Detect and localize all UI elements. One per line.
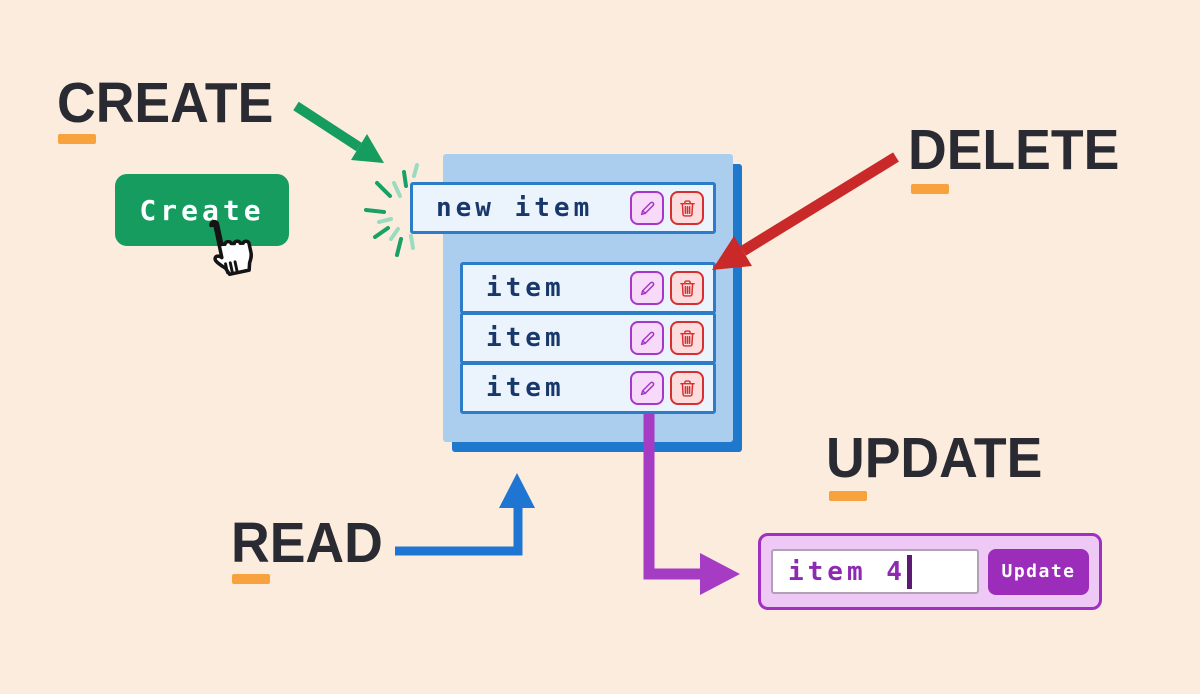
item-row: item [460, 262, 716, 314]
delete-button[interactable] [670, 271, 704, 305]
pencil-icon [640, 331, 654, 345]
delete-label: DELETE [908, 118, 1120, 182]
update-underline [829, 491, 867, 501]
item-label: item [486, 273, 565, 303]
trash-icon [679, 329, 695, 347]
hand-pointer-icon [209, 219, 254, 277]
delete-underline [911, 184, 949, 194]
delete-button[interactable] [670, 321, 704, 355]
update-form: item 4 Update [758, 533, 1102, 610]
new-item-label: new item [436, 193, 594, 223]
pencil-icon [640, 381, 654, 395]
item-row: item [460, 312, 716, 364]
trash-icon [679, 379, 695, 397]
item-label: item [486, 373, 565, 403]
row-actions [630, 271, 704, 305]
update-label: UPDATE [826, 426, 1043, 490]
read-label: READ [231, 511, 383, 575]
row-actions [630, 321, 704, 355]
edit-button[interactable] [630, 371, 664, 405]
pencil-icon [640, 201, 654, 215]
read-underline [232, 574, 270, 584]
text-caret [906, 554, 912, 589]
trash-icon [679, 279, 695, 297]
trash-icon [679, 199, 695, 217]
item-label: item [486, 323, 565, 353]
pencil-icon [640, 281, 654, 295]
new-item-row: new item [410, 182, 716, 234]
edit-button[interactable] [630, 191, 664, 225]
item-row: item [460, 362, 716, 414]
edit-button[interactable] [630, 271, 664, 305]
create-label: CREATE [57, 71, 274, 135]
edit-button[interactable] [630, 321, 664, 355]
create-arrow [293, 101, 384, 163]
delete-button[interactable] [670, 191, 704, 225]
delete-arrow [712, 152, 899, 270]
update-button[interactable]: Update [988, 548, 1089, 595]
read-arrow [395, 473, 535, 556]
create-underline [58, 134, 96, 144]
row-actions [630, 371, 704, 405]
row-actions [630, 191, 704, 225]
delete-button[interactable] [670, 371, 704, 405]
update-input[interactable]: item 4 [771, 549, 979, 594]
create-button[interactable]: Create [115, 174, 289, 246]
update-input-value: item 4 [788, 556, 906, 587]
